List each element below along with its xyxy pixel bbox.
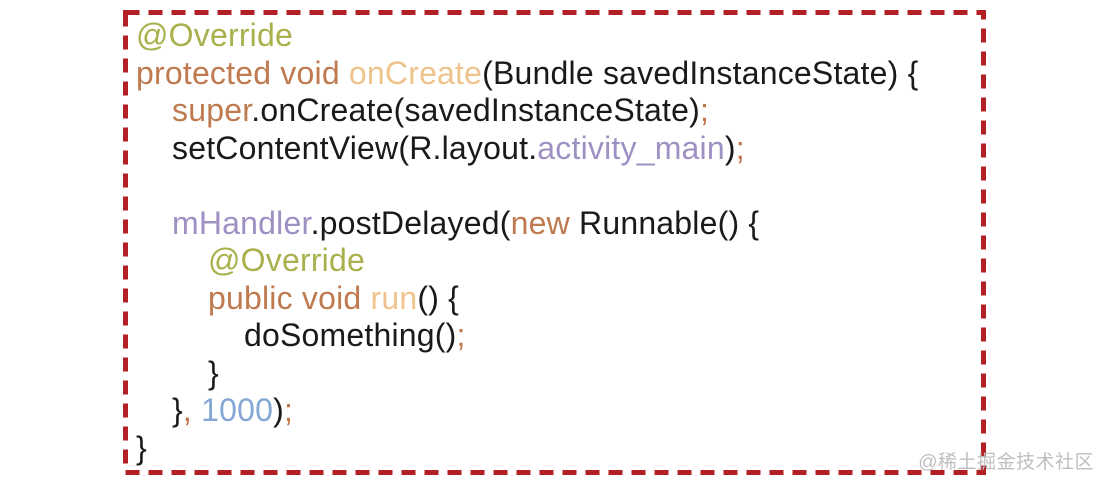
code-line: protected void onCreate(Bundle savedInst… [136, 55, 976, 93]
code-line [136, 167, 976, 205]
code-token-keyword: new [510, 204, 570, 241]
code-token-plain: setContentView(R.layout. [172, 129, 538, 166]
code-line: setContentView(R.layout.activity_main); [136, 130, 976, 168]
code-token-punct: , [182, 392, 202, 428]
code-token-plain: } [136, 429, 147, 466]
code-token-method: onCreate [348, 54, 483, 91]
code-token-annotation: @Override [136, 17, 293, 53]
code-line: @Override [136, 242, 976, 280]
code-line: super.onCreate(savedInstanceState); [136, 92, 976, 130]
code-line: } [136, 430, 976, 468]
code-token-plain: .onCreate(savedInstanceState) [251, 92, 701, 128]
code-token-keyword: public void [208, 279, 371, 316]
code-token-punct: ; [456, 317, 466, 353]
code-line: }, 1000); [136, 392, 976, 430]
code-token-keyword: protected void [136, 54, 349, 91]
code-token-resource: activity_main [537, 129, 725, 166]
code-token-punct: ; [735, 129, 745, 166]
code-line: } [136, 355, 976, 393]
code-token-punct: ; [700, 92, 710, 128]
code-token-plain: } [172, 392, 183, 428]
code-token-resource: mHandler [172, 204, 311, 241]
code-token-keyword: super [172, 92, 252, 128]
code-token-method: run [370, 279, 418, 316]
code-token-plain: Runnable() { [569, 204, 760, 241]
watermark: @稀土掘金技术社区 [918, 452, 1094, 473]
code-token-punct: ; [283, 392, 294, 428]
code-token-annotation: @Override [208, 242, 365, 278]
code-token-plain: } [208, 354, 219, 391]
code-token-plain: (Bundle savedInstanceState) { [482, 54, 919, 91]
code-token-plain: () { [417, 279, 460, 316]
code-line: doSomething(); [136, 317, 976, 355]
code-line: @Override [136, 17, 976, 55]
code-token-plain: ) [273, 392, 284, 428]
code-line: mHandler.postDelayed(new Runnable() { [136, 205, 976, 243]
code-line: public void run() { [136, 280, 976, 318]
code-token-number: 1000 [201, 392, 274, 428]
code-token-plain: ) [724, 129, 736, 166]
code-token-plain: .postDelayed( [310, 204, 511, 241]
code-token-plain: doSomething() [244, 317, 457, 353]
